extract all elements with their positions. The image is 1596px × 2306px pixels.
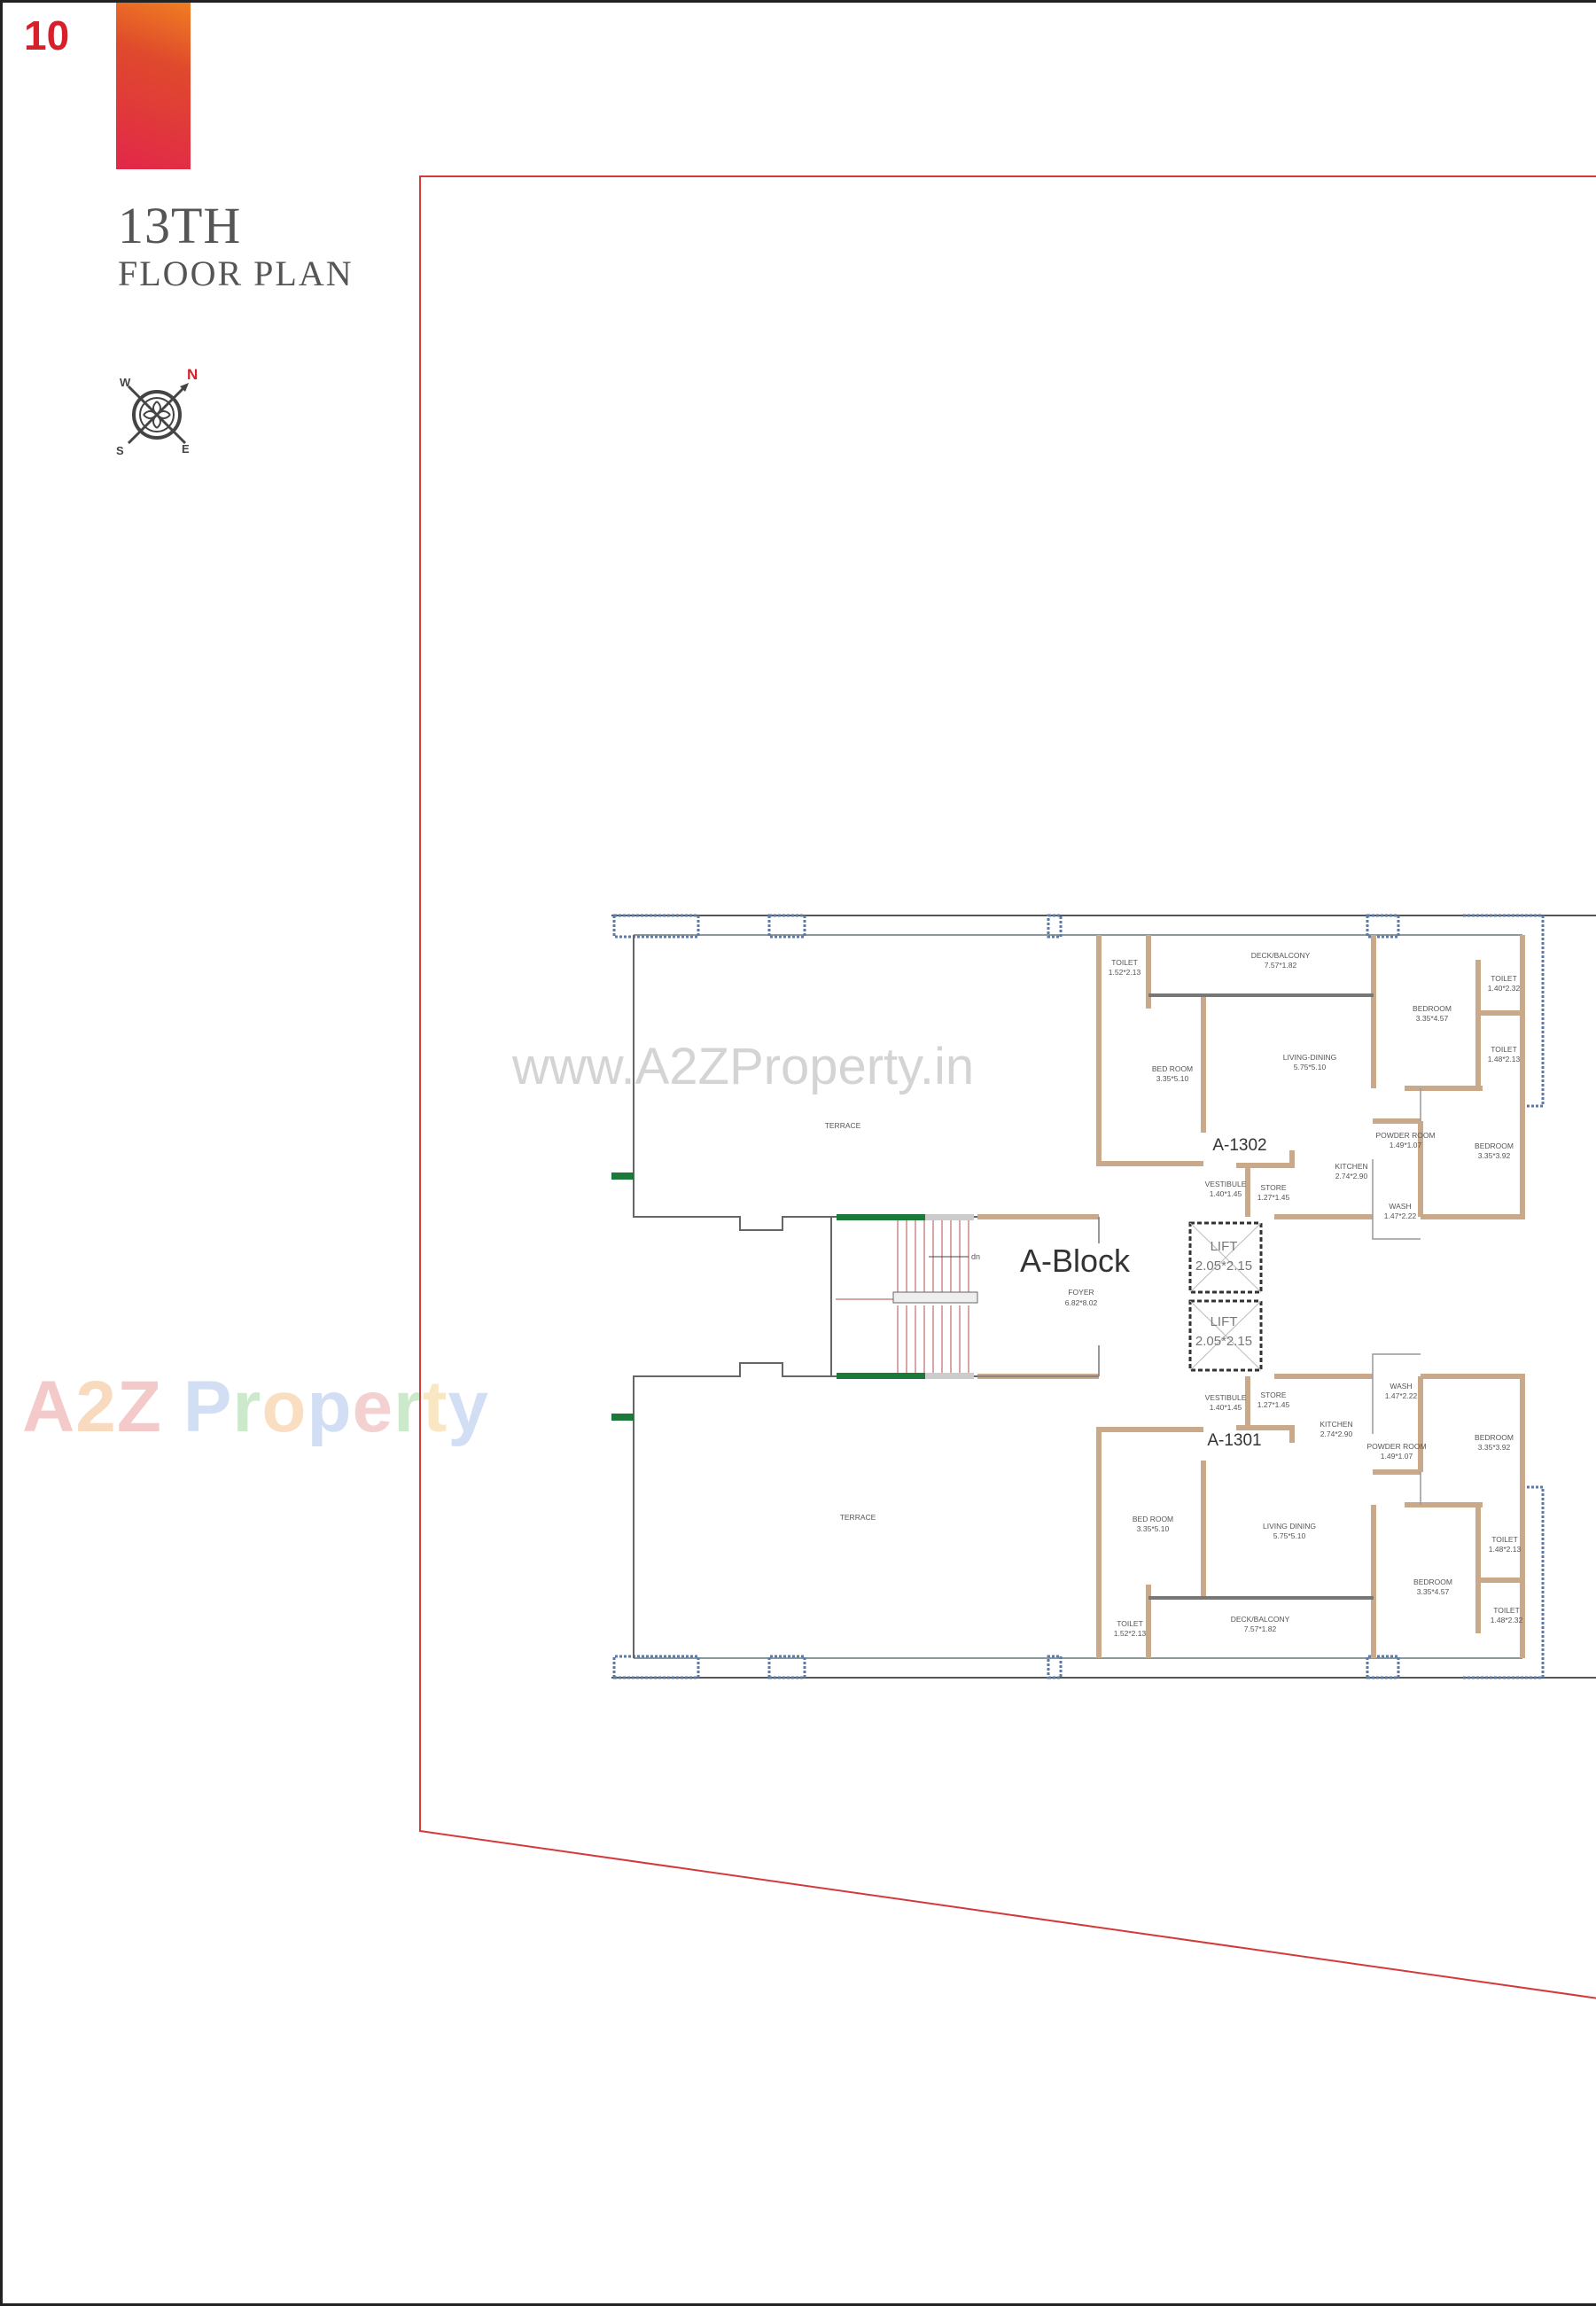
unit-label: A-1302 <box>1212 1136 1266 1155</box>
lift-2-label: LIFT <box>1211 1314 1238 1329</box>
room-name: WASH <box>1390 1382 1412 1391</box>
room-name: LIVING-DINING <box>1283 1053 1336 1062</box>
room-size: 1.40*2.32 <box>1488 984 1521 993</box>
room-name: TOILET <box>1117 1619 1143 1628</box>
room-size: 1.48*2.32 <box>1491 1616 1523 1624</box>
lift-1-label: LIFT <box>1211 1239 1238 1254</box>
staircase: dn <box>830 1214 980 1379</box>
room-name: STORE <box>1260 1391 1286 1399</box>
stair-direction-label: dn <box>971 1252 980 1261</box>
room-size: 2.74*2.90 <box>1335 1172 1368 1180</box>
lower-unit-walls <box>611 1354 1596 1678</box>
compass-icon: W N S E <box>116 366 198 457</box>
accent-gradient-bar <box>116 3 191 169</box>
block-label: A-Block <box>1020 1243 1131 1279</box>
room-name: TOILET <box>1111 958 1138 967</box>
room-size: 5.75*5.10 <box>1294 1063 1327 1071</box>
logo-watermark: A2Z Property <box>22 1367 489 1447</box>
room-size: 3.35*5.10 <box>1156 1074 1189 1083</box>
room-size: 1.48*2.13 <box>1489 1545 1522 1554</box>
room-size: 2.74*2.90 <box>1320 1430 1353 1438</box>
room-name: BED ROOM <box>1152 1064 1193 1073</box>
room-name: TOILET <box>1491 1045 1517 1054</box>
room-name: POWDER ROOM <box>1366 1442 1426 1451</box>
room-size: 1.49*1.07 <box>1381 1452 1413 1461</box>
room-size: 1.48*2.13 <box>1488 1055 1521 1063</box>
room-name: KITCHEN <box>1335 1162 1367 1171</box>
room-size: 3.35*5.10 <box>1137 1524 1170 1533</box>
room-size: 5.75*5.10 <box>1273 1531 1306 1540</box>
room-size: 1.40*1.45 <box>1210 1403 1242 1412</box>
room-size: 3.35*4.57 <box>1417 1587 1450 1596</box>
room-name: POWDER ROOM <box>1375 1131 1435 1140</box>
compass-south: S <box>116 444 124 457</box>
compass-east: E <box>182 442 190 456</box>
room-size: 1.47*2.22 <box>1384 1211 1417 1220</box>
room-size: 3.35*3.92 <box>1478 1443 1511 1452</box>
lift-2-size: 2.05*2.15 <box>1195 1334 1252 1349</box>
room-name: KITCHEN <box>1320 1420 1352 1429</box>
room-name: WASH <box>1389 1202 1411 1211</box>
room-size: 7.57*1.82 <box>1265 961 1297 970</box>
room-name: BED ROOM <box>1133 1515 1173 1523</box>
room-size: 7.57*1.82 <box>1244 1624 1277 1633</box>
foyer-label: FOYER <box>1068 1288 1094 1297</box>
room-name: DECK/BALCONY <box>1231 1615 1290 1624</box>
foyer-size: 6.82*8.02 <box>1065 1298 1098 1307</box>
floor-number: 13TH <box>118 197 242 254</box>
site-boundary <box>419 175 1596 1999</box>
lift-1-size: 2.05*2.15 <box>1195 1258 1252 1274</box>
room-name: TOILET <box>1493 1606 1520 1615</box>
room-name: TOILET <box>1491 974 1517 983</box>
terrace-lower-label: TERRACE <box>840 1513 876 1522</box>
room-size: 1.27*1.45 <box>1257 1400 1290 1409</box>
room-size: 3.35*3.92 <box>1478 1151 1511 1160</box>
page-title: FLOOR PLAN <box>118 253 354 293</box>
terrace-upper-label: TERRACE <box>825 1121 861 1130</box>
room-size: 1.27*1.45 <box>1257 1193 1290 1202</box>
room-size: 1.49*1.07 <box>1390 1141 1422 1149</box>
room-size: 1.52*2.13 <box>1114 1629 1147 1638</box>
room-name: VESTIBULE <box>1205 1393 1247 1402</box>
room-name: BEDROOM <box>1475 1141 1514 1150</box>
room-size: 1.40*1.45 <box>1210 1189 1242 1198</box>
room-name: STORE <box>1260 1183 1286 1192</box>
floor-plan-drawing: dn LIFT 2.05*2.15 LIFT 2.05*2.15 A-Block… <box>419 175 1596 1999</box>
room-size: 1.52*2.13 <box>1109 968 1141 977</box>
room-name: LIVING DINING <box>1263 1522 1316 1531</box>
compass-west: W <box>120 376 131 389</box>
page-number: 10 <box>24 12 70 58</box>
compass-north: N <box>187 366 198 383</box>
room-name: TOILET <box>1491 1535 1518 1544</box>
room-size: 1.47*2.22 <box>1385 1391 1418 1400</box>
url-watermark: www.A2ZProperty.in <box>512 1038 975 1095</box>
room-name: VESTIBULE <box>1205 1180 1247 1188</box>
room-name: DECK/BALCONY <box>1251 951 1311 960</box>
room-name: BEDROOM <box>1475 1433 1514 1442</box>
unit-label: A-1301 <box>1207 1431 1261 1450</box>
lift-core: LIFT 2.05*2.15 LIFT 2.05*2.15 <box>1188 1221 1263 1372</box>
upper-unit-walls <box>611 915 1596 1239</box>
room-name: BEDROOM <box>1413 1004 1452 1013</box>
room-name: BEDROOM <box>1413 1578 1452 1586</box>
room-size: 3.35*4.57 <box>1416 1014 1449 1023</box>
